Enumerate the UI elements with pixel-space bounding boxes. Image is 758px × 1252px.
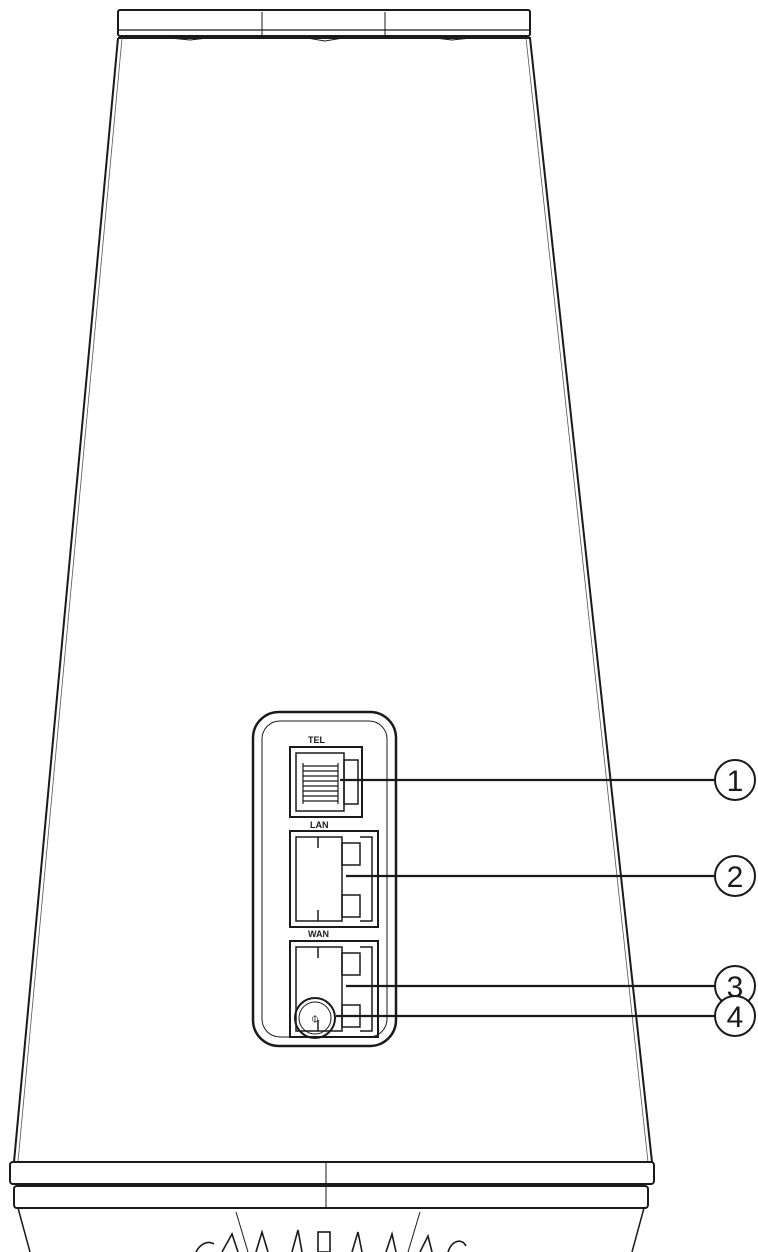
router-base (9, 1161, 655, 1252)
callout-2-number: 2 (727, 861, 744, 894)
lan-port[interactable] (289, 830, 379, 928)
wan-port-label: WAN (308, 929, 329, 939)
callout-2: 2 (714, 855, 756, 897)
tel-port-contacts (302, 763, 339, 804)
callout-4: 4 (714, 995, 756, 1037)
top-cap (117, 9, 531, 42)
port-panel (251, 710, 398, 1048)
callout-1-number: 1 (727, 765, 744, 798)
power-button[interactable] (294, 997, 336, 1039)
tel-port[interactable] (289, 746, 363, 818)
callout-1: 1 (714, 759, 756, 801)
lan-port-label: LAN (310, 820, 329, 830)
bottom-vents (195, 1229, 467, 1252)
callout-leaders (336, 778, 718, 1018)
tel-port-label: TEL (308, 735, 326, 745)
router-body (13, 37, 653, 1163)
power-icon: ⌽ (311, 1010, 319, 1026)
callout-4-number: 4 (727, 1001, 744, 1034)
